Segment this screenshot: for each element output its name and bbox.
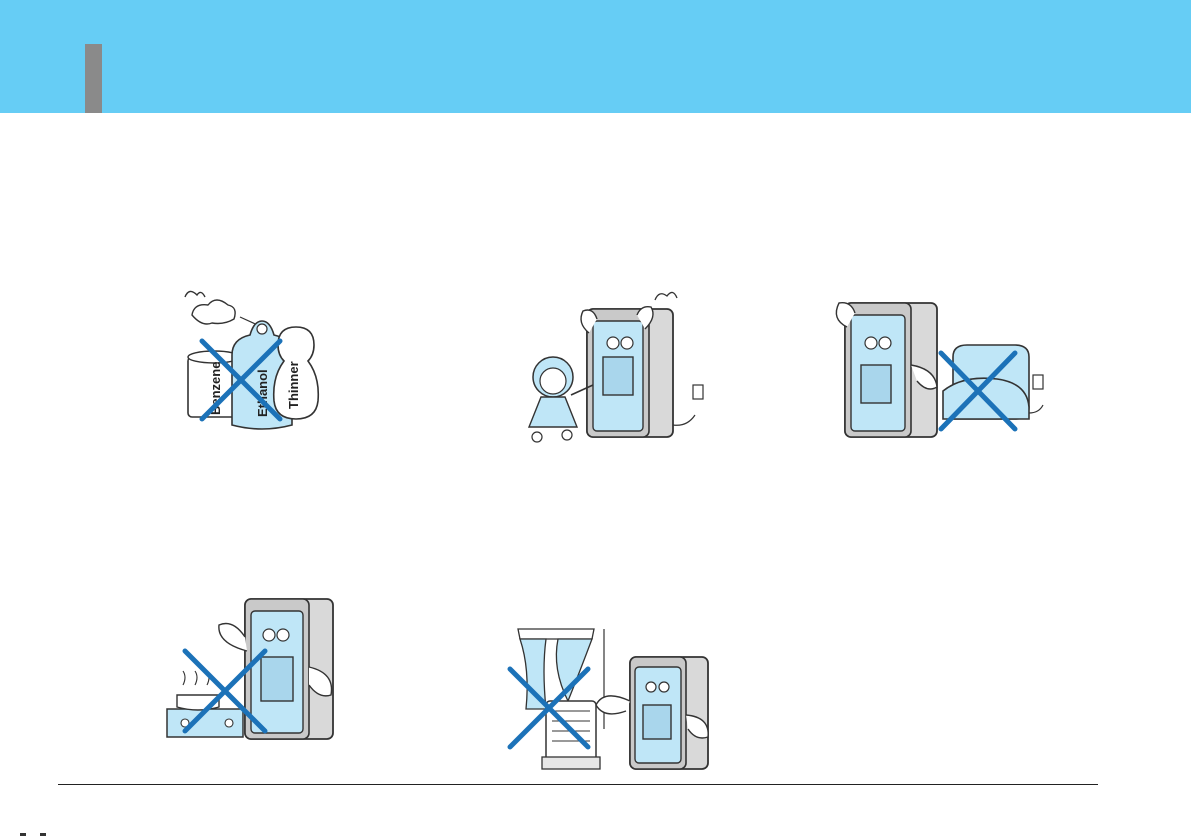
- crop-mark: [40, 833, 46, 836]
- solvents-illustration: Benzene Ethanol Thinner: [170, 285, 330, 435]
- purifier-near-heater-icon: [502, 625, 717, 775]
- solvent-cans-icon: Benzene Ethanol Thinner: [170, 285, 330, 435]
- header-accent-bar: [85, 44, 102, 113]
- behind-furniture-illustration: [825, 295, 1055, 445]
- child-hanging-on-purifier-icon: [515, 285, 720, 450]
- crop-mark: [20, 833, 26, 836]
- near-heater-illustration: [502, 625, 717, 775]
- purifier-near-stove-icon: [165, 595, 365, 745]
- solvent-label-thinner: Thinner: [286, 361, 301, 409]
- child-hanging-illustration: [515, 285, 720, 450]
- purifier-behind-sofa-icon: [825, 295, 1055, 445]
- footer-divider: [58, 784, 1098, 785]
- page-header-band: [0, 0, 1191, 113]
- near-steam-illustration: [165, 595, 365, 745]
